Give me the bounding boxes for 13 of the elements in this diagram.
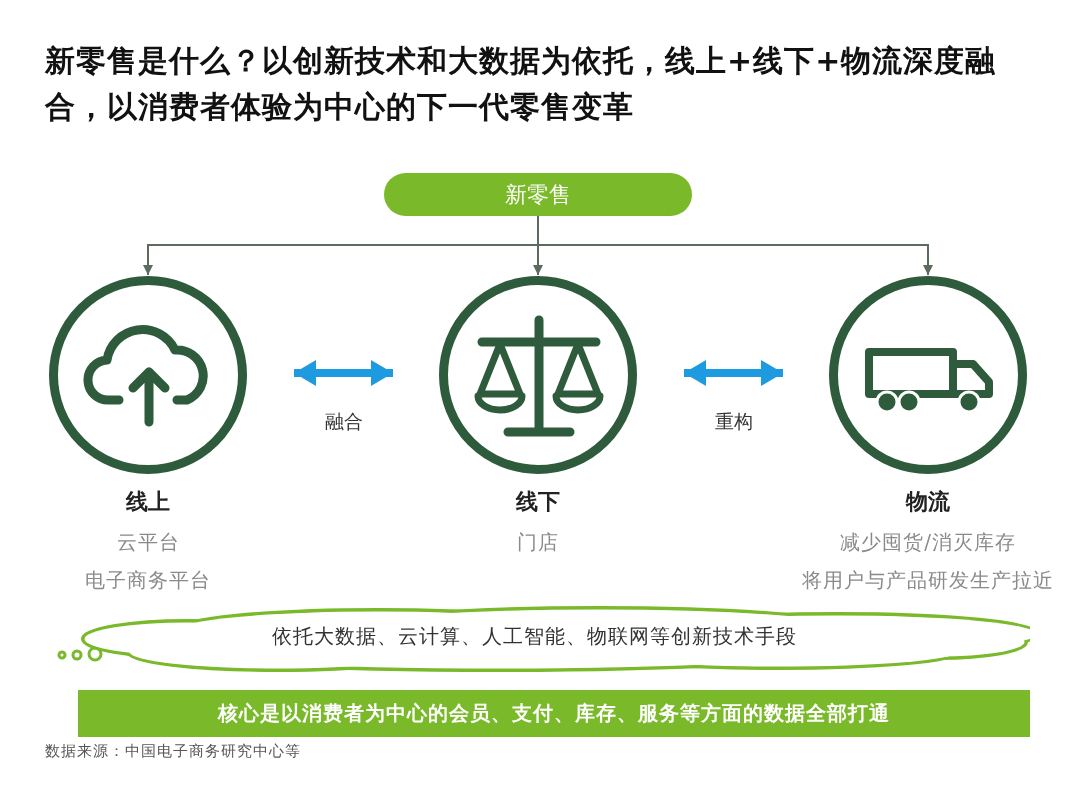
caption-text: 云平台 (115, 529, 181, 556)
caption-text: 减少囤货/消灭库存 (839, 529, 1017, 556)
circle-heading: 物流 (904, 487, 951, 516)
caption-text: 电子商务平台 (84, 567, 212, 594)
circle-heading: 线下 (514, 487, 561, 516)
source-note: 数据来源：中国电子商务研究中心等 (45, 742, 301, 761)
circle-heading: 线上 (124, 487, 171, 516)
cloud-text: 依托大数据、云计算、人工智能、物联网等创新技术手段 (270, 623, 798, 650)
caption-text: 门店 (516, 529, 560, 556)
pill-box: 新零售 (384, 173, 692, 216)
title: 新零售是什么？以创新技术和大数据为依托，线上+线下+物流深度融合，以消费者体验为中心的下一代零售变革 (45, 42, 998, 126)
caption-text: 将用户与产品研发生产拉近 (801, 567, 1055, 594)
banner-bar: 核心是以消费者为中心的会员、支付、库存、服务等方面的数据全部打通 (78, 690, 1030, 737)
